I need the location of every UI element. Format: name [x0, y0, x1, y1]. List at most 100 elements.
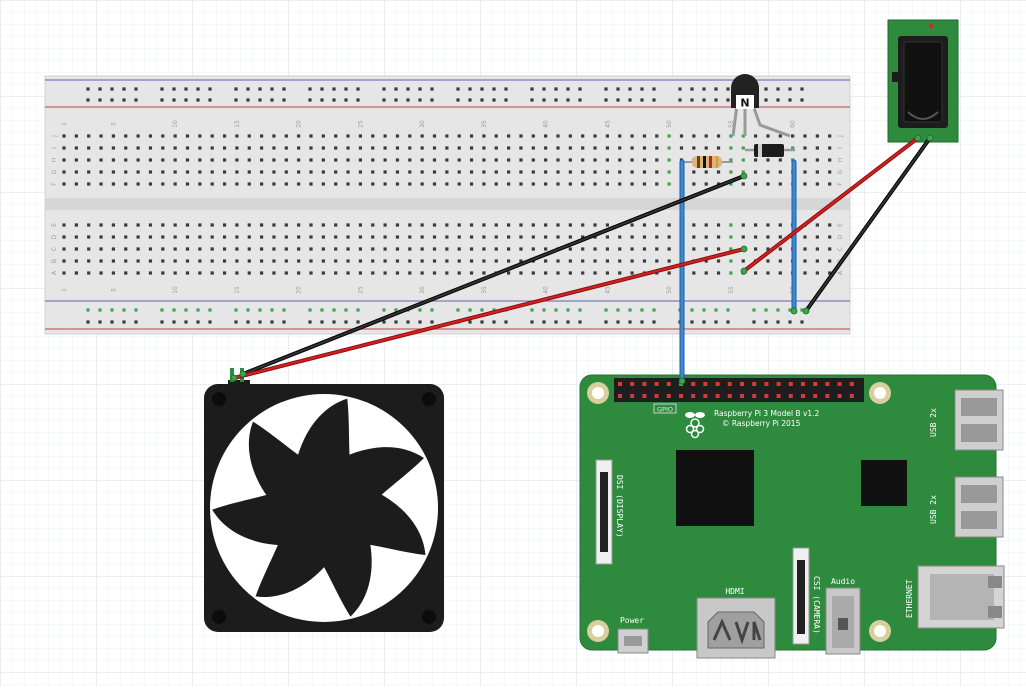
breadboard-hole: [766, 259, 770, 263]
breadboard-hole: [383, 247, 387, 251]
breadboard-hole: [568, 271, 572, 275]
breadboard-hole: [741, 182, 745, 186]
column-label: 55: [728, 286, 735, 294]
breadboard-hole: [754, 182, 758, 186]
breadboard-hole: [346, 134, 350, 138]
breadboard-hole: [222, 182, 227, 186]
breadboard-hole: [445, 259, 449, 263]
breadboard-hole: [99, 223, 103, 227]
rail-hole: [282, 320, 286, 324]
breadboard-hole: [618, 247, 622, 251]
column-label: 1: [61, 288, 68, 292]
breadboard-hole: [605, 134, 609, 138]
rail-hole: [702, 320, 706, 324]
gpio-pin: [813, 382, 818, 386]
breadboard-hole: [828, 271, 832, 275]
breadboard-hole: [309, 223, 313, 227]
rail-hole: [714, 308, 718, 312]
breadboard-hole: [383, 134, 387, 138]
rail-hole: [98, 320, 102, 324]
breadboard-hole: [605, 223, 609, 227]
rail-hole: [208, 87, 212, 91]
breadboard-hole: [544, 170, 548, 174]
rail-hole: [344, 308, 348, 312]
ethernet-label: ETHERNET: [905, 579, 914, 618]
breadboard-hole: [457, 235, 461, 239]
resistor: [682, 156, 733, 168]
breadboard-hole: [408, 158, 412, 162]
breadboard-hole: [494, 235, 498, 239]
row-label: J: [837, 135, 844, 138]
breadboard-hole: [297, 259, 301, 263]
gpio-pin: [654, 382, 659, 386]
rail-hole: [554, 308, 558, 312]
rail-hole: [122, 308, 126, 312]
gpio-pin: [691, 382, 696, 386]
rail-hole: [98, 87, 102, 91]
breadboard-hole: [173, 134, 177, 138]
breadboard-hole: [334, 134, 338, 138]
breadboard-hole: [655, 247, 659, 251]
breadboard-hole: [445, 247, 449, 251]
breadboard-hole: [457, 134, 461, 138]
breadboard-hole: [148, 235, 153, 239]
breadboard-hole: [544, 146, 548, 150]
rail-hole: [554, 98, 558, 102]
breadboard-hole: [457, 247, 461, 251]
gpio-pin: [825, 394, 830, 398]
breadboard-hole: [111, 271, 115, 275]
breadboard-hole: [828, 170, 832, 174]
breadboard-hole: [346, 259, 350, 263]
breadboard-hole: [272, 158, 276, 162]
breadboard-hole: [383, 170, 387, 174]
breadboard-hole: [531, 247, 535, 251]
rail-hole: [246, 98, 250, 102]
breadboard-hole: [87, 158, 91, 162]
breadboard-hole: [828, 235, 832, 239]
rail-hole: [726, 308, 730, 312]
rail-hole: [160, 98, 164, 102]
rail-hole: [800, 87, 804, 91]
gpio-pin: [752, 394, 757, 398]
breadboard-hole: [148, 247, 153, 251]
breadboard-hole: [260, 271, 264, 275]
black-wire-fan-highlight: [242, 175, 745, 375]
breadboard-hole: [531, 170, 535, 174]
rail-hole: [492, 320, 496, 324]
breadboard-hole: [161, 158, 165, 162]
breadboard-hole: [704, 134, 708, 138]
breadboard-hole: [716, 271, 721, 275]
breadboard-hole: [507, 170, 511, 174]
column-label: 50: [666, 120, 673, 128]
transistor: N: [731, 74, 791, 138]
breadboard-hole: [778, 247, 782, 251]
column-label: 15: [234, 286, 241, 294]
breadboard-hole: [87, 271, 91, 275]
breadboard-hole: [507, 182, 511, 186]
breadboard-hole: [778, 223, 782, 227]
rail-hole: [690, 98, 694, 102]
breadboard-hole: [618, 182, 622, 186]
breadboard-hole: [99, 146, 103, 150]
rail-hole: [530, 320, 534, 324]
breadboard-hole: [161, 170, 165, 174]
breadboard-hole: [494, 158, 498, 162]
rail-hole: [86, 308, 90, 312]
breadboard-hole: [161, 134, 165, 138]
breadboard-hole: [519, 223, 523, 227]
rail-hole: [456, 308, 460, 312]
breadboard-hole: [111, 158, 115, 162]
breadboard-hole: [346, 170, 350, 174]
breadboard-hole: [642, 134, 647, 138]
breadboard-hole: [408, 235, 412, 239]
rail-hole: [542, 308, 546, 312]
breadboard-hole: [346, 247, 350, 251]
breadboard-hole: [741, 235, 745, 239]
gpio-pin: [849, 394, 854, 398]
breadboard-hole: [581, 170, 585, 174]
breadboard-hole: [618, 271, 622, 275]
breadboard-hole: [334, 170, 338, 174]
row-label: D: [51, 234, 58, 239]
breadboard-hole: [494, 134, 498, 138]
